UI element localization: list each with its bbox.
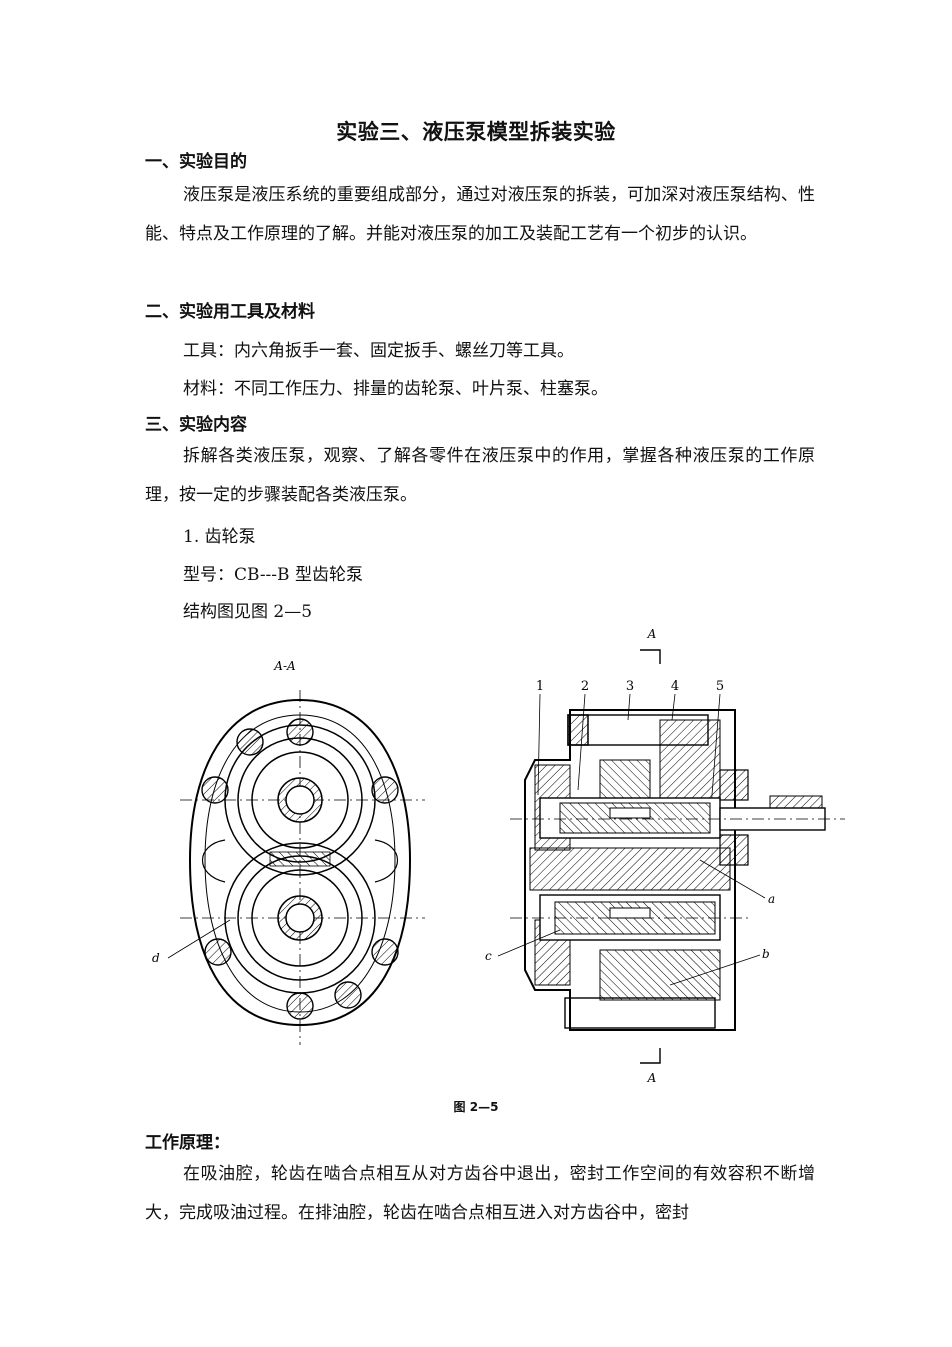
model-line: 型号：CB---B 型齿轮泵 bbox=[183, 565, 363, 585]
longitudinal-view: A A 1 2 3 4 5 bbox=[485, 627, 845, 1085]
section-label: A-A bbox=[273, 659, 296, 673]
letter-b: b bbox=[762, 947, 770, 961]
section-mark-top: A bbox=[647, 627, 657, 641]
purpose-paragraph: 液压泵是液压系统的重要组成部分，通过对液压泵的拆装，可加深对液压泵结构、性能、特… bbox=[145, 185, 815, 244]
section-mark-bottom: A bbox=[647, 1071, 657, 1085]
section-heading-principle: 工作原理： bbox=[145, 1133, 230, 1153]
gear-pump-item: 1. 齿轮泵 bbox=[183, 527, 256, 547]
tools-line: 工具：内六角扳手一套、固定扳手、螺丝刀等工具。 bbox=[183, 341, 574, 361]
materials-line: 材料：不同工作压力、排量的齿轮泵、叶片泵、柱塞泵。 bbox=[183, 379, 608, 399]
section-view-aa: A-A bbox=[152, 659, 425, 1045]
letter-a: a bbox=[768, 892, 775, 906]
page-title: 实验三、液压泵模型拆装实验 bbox=[336, 120, 616, 144]
structure-line: 结构图见图 2—5 bbox=[183, 602, 313, 622]
letter-d: d bbox=[152, 951, 160, 965]
section-heading-content: 三、实验内容 bbox=[145, 415, 247, 435]
section-heading-purpose: 一、实验目的 bbox=[145, 152, 247, 172]
part-number-1: 1 bbox=[536, 679, 544, 694]
figure-caption: 图 2—5 bbox=[453, 1100, 499, 1114]
part-number-3: 3 bbox=[626, 679, 634, 694]
principle-paragraph: 在吸油腔，轮齿在啮合点相互从对方齿谷中退出，密封工作空间的有效容积不断增大，完成… bbox=[145, 1164, 815, 1223]
content-paragraph: 拆解各类液压泵，观察、了解各零件在液压泵中的作用，掌握各种液压泵的工作原理，按一… bbox=[145, 446, 815, 505]
section-heading-tools: 二、实验用工具及材料 bbox=[145, 302, 315, 322]
gear-pump-figure: A-A bbox=[152, 627, 845, 1085]
part-number-2: 2 bbox=[581, 679, 589, 694]
part-number-5: 5 bbox=[716, 679, 724, 694]
letter-c: c bbox=[485, 949, 492, 963]
part-number-4: 4 bbox=[671, 679, 679, 694]
